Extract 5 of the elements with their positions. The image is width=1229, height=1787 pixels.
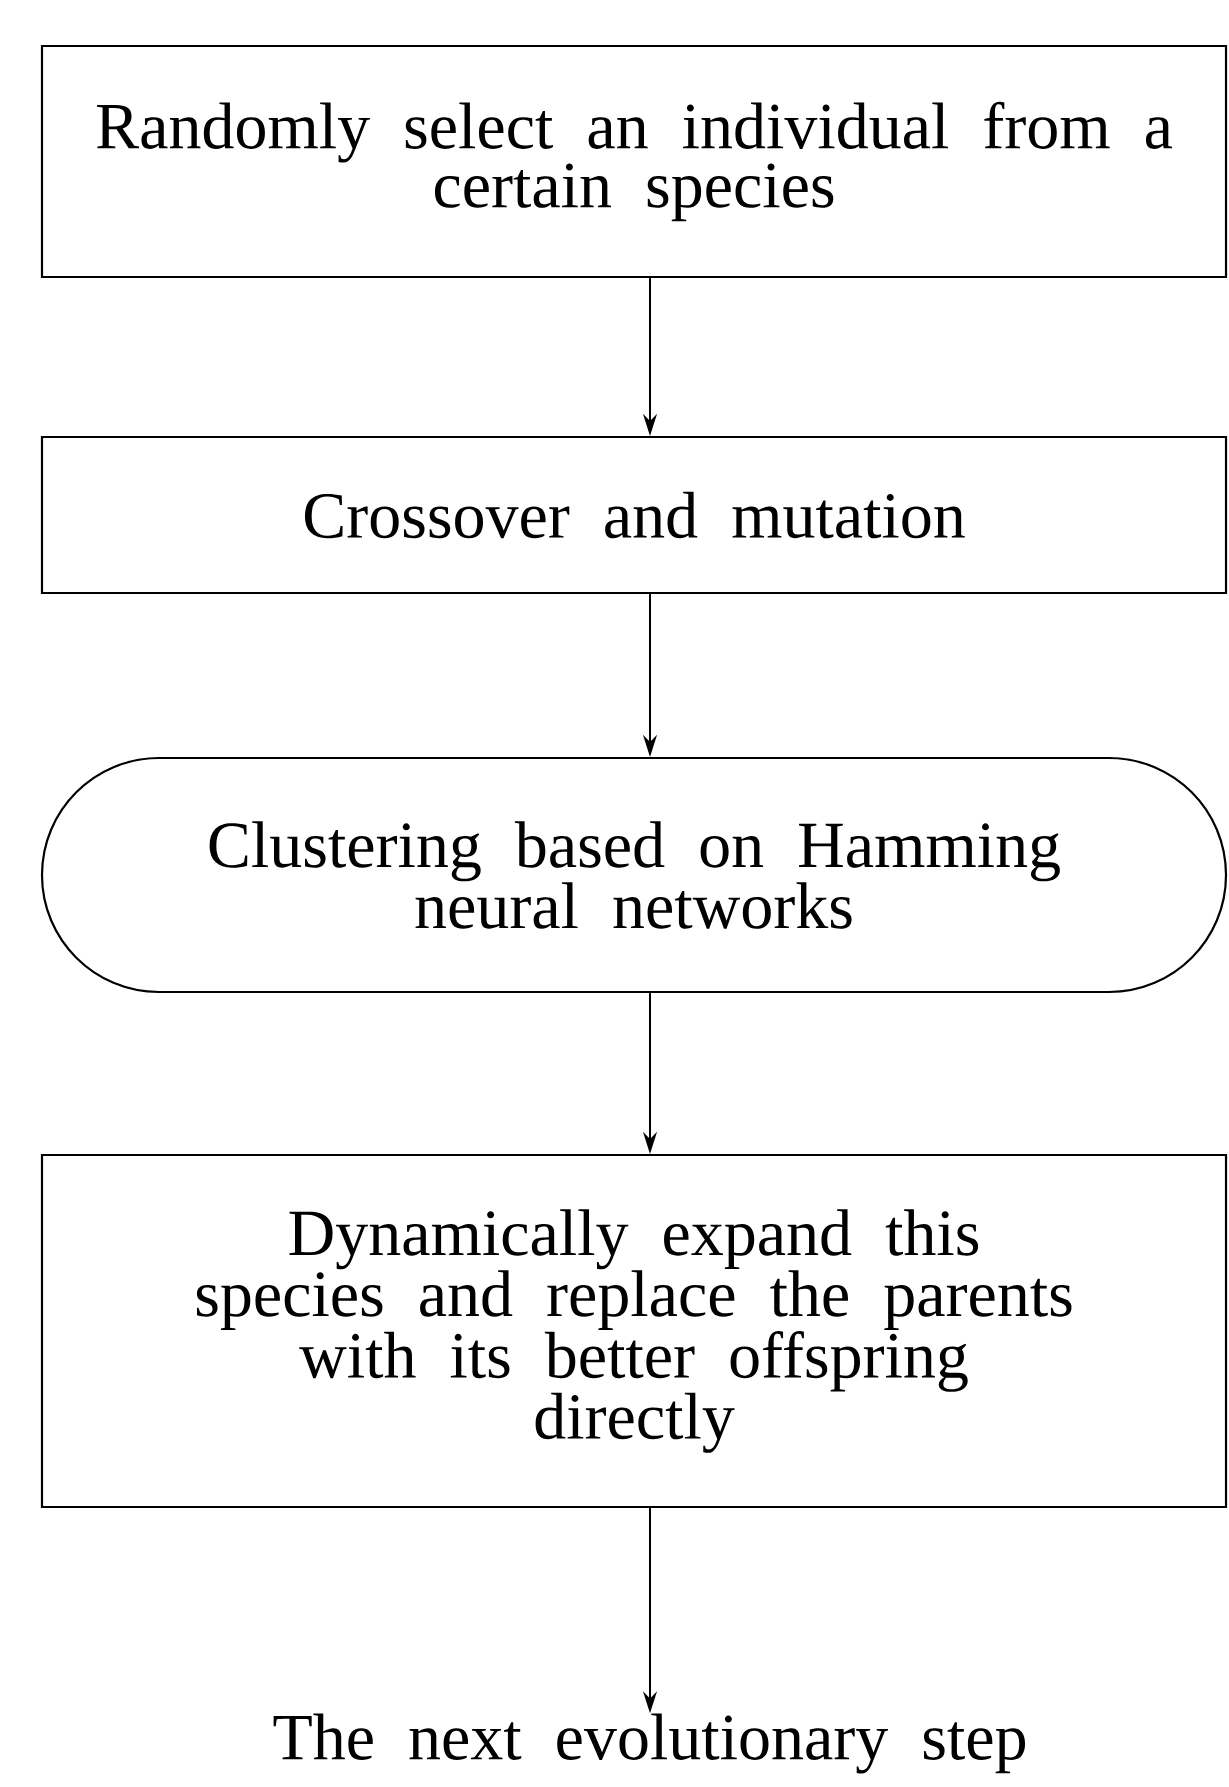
process-box: Crossover and mutation: [40, 435, 1228, 595]
terminal-box: Clustering based on Hamming neural networks: [40, 756, 1228, 994]
process-box: Randomly select an individual from a certain species: [40, 44, 1228, 279]
end-label: The next evolutionary step: [273, 1713, 1026, 1774]
process-box: Dynamically expand this species and replace the parents with its better offspring directly: [40, 1153, 1228, 1509]
